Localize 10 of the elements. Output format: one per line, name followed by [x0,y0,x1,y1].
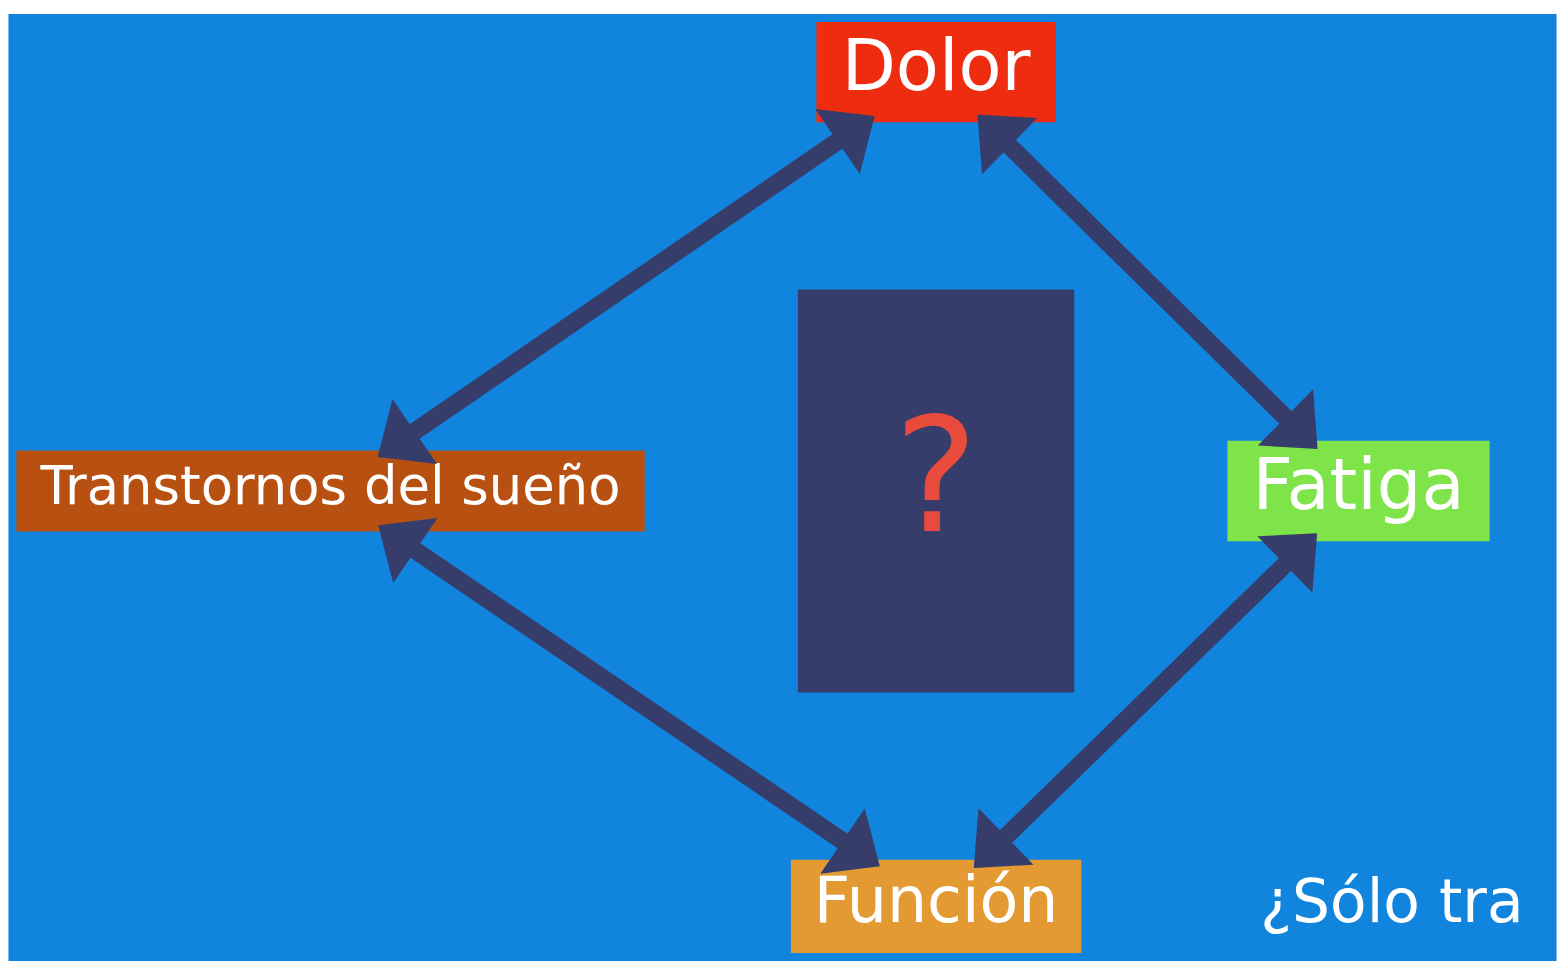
node-box: Dolor [814,19,1058,124]
arrow [973,532,1318,868]
node-box: Función [789,857,1084,955]
node-box: ? [796,287,1077,694]
node-box: Fatiga [1225,438,1492,543]
arrow [377,108,875,464]
arrow [378,517,880,874]
node-box: Transtornos del sueño [14,448,647,533]
arrow [977,114,1318,449]
label: ¿Sólo tra [1260,865,1524,936]
